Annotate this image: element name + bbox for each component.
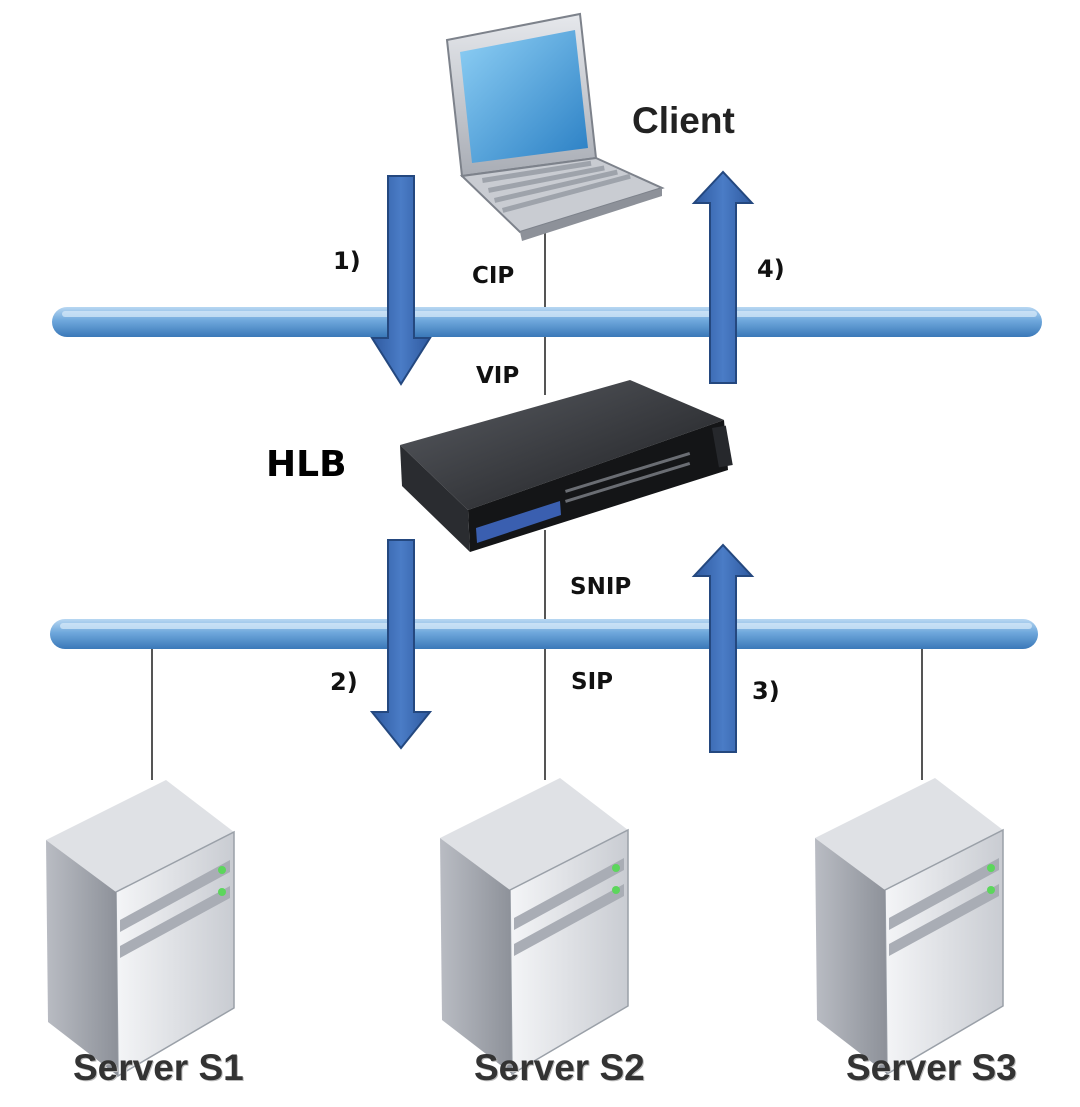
flow-arrow-2-down-icon xyxy=(369,539,433,750)
server-s2-label: Server S2 xyxy=(474,1047,645,1088)
vip-label: VIP xyxy=(476,363,520,389)
flow-arrow-3-up-icon xyxy=(691,543,755,753)
hlb-label: HLB xyxy=(266,444,347,485)
server-s3-label: Server S3 xyxy=(846,1047,1017,1088)
step-2-label: 2) xyxy=(330,668,358,696)
cip-label: CIP xyxy=(472,263,515,289)
client-laptop-icon xyxy=(445,12,665,241)
client-label: Client xyxy=(632,100,735,141)
sip-label: SIP xyxy=(571,669,613,695)
lower-network-bus xyxy=(50,619,1038,649)
server-s1-label: Server S1 xyxy=(73,1047,244,1088)
flow-arrow-1-down-icon xyxy=(370,175,432,386)
step-1-label: 1) xyxy=(333,247,361,275)
snip-label: SNIP xyxy=(570,574,632,600)
step-4-label: 4) xyxy=(757,255,785,283)
server-s1-icon xyxy=(46,780,235,1078)
server-s3-icon xyxy=(815,778,1004,1076)
server-s2-icon xyxy=(440,778,629,1076)
hlb-appliance-icon xyxy=(400,380,733,552)
step-3-label: 3) xyxy=(752,677,780,705)
upper-network-bus xyxy=(52,307,1042,337)
flow-arrow-4-up-icon xyxy=(691,170,755,384)
